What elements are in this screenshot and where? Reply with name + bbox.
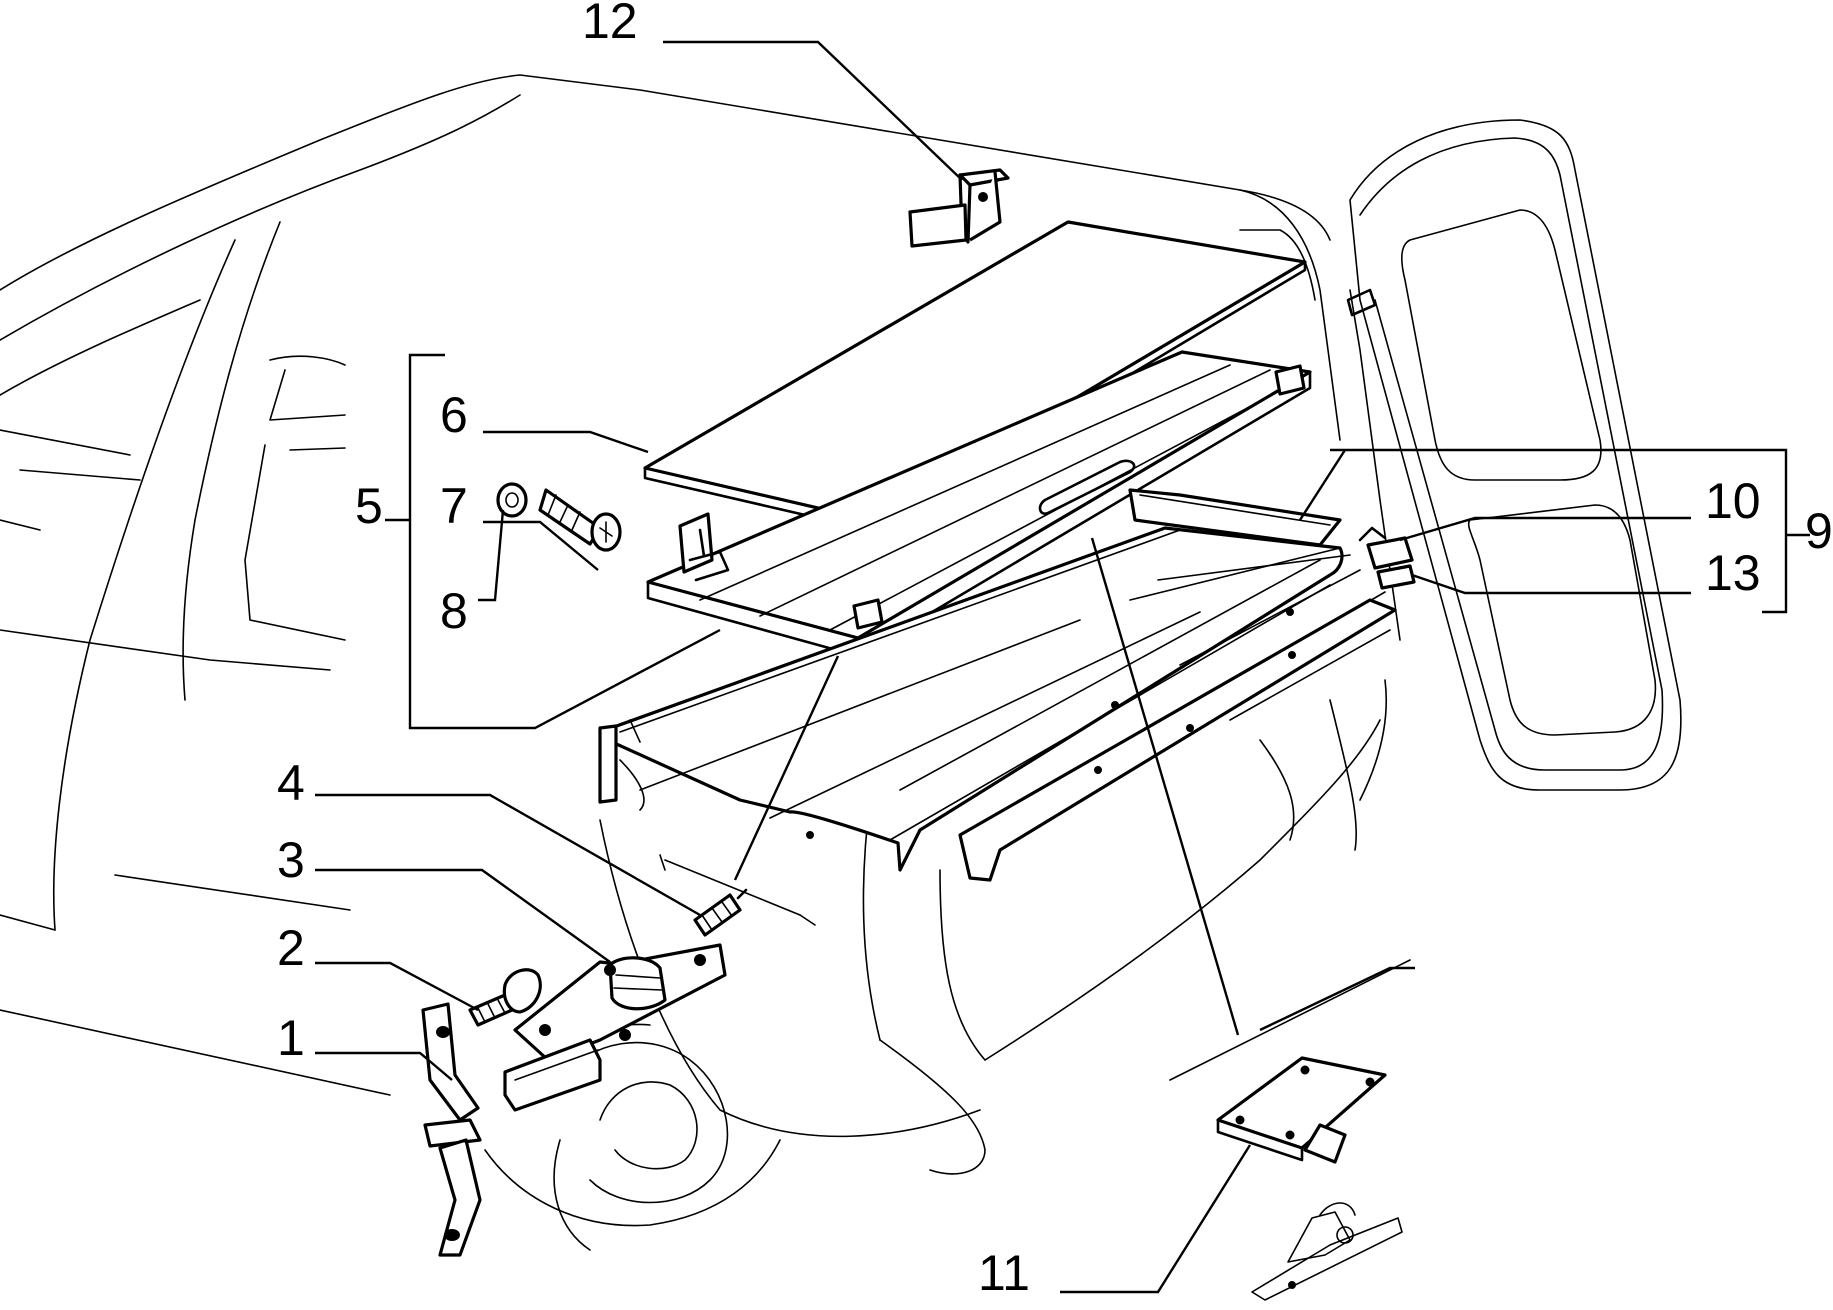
callout-1: 1 bbox=[277, 1010, 305, 1066]
leader-lines bbox=[315, 40, 1810, 1294]
part-1-bracket bbox=[421, 1002, 602, 1257]
floor-trays bbox=[598, 526, 1397, 882]
rear-latch bbox=[1251, 1202, 1403, 1301]
leader-12 bbox=[663, 40, 963, 181]
callout-4: 4 bbox=[277, 755, 305, 811]
callout-6: 6 bbox=[440, 387, 468, 443]
leader-11 bbox=[1060, 1144, 1252, 1294]
part-10-clip bbox=[1358, 526, 1414, 570]
callout-9: 9 bbox=[1805, 503, 1833, 559]
part-3-hinge bbox=[513, 943, 727, 1062]
callout-11: 11 bbox=[978, 1245, 1030, 1301]
leader-1 bbox=[315, 1051, 453, 1081]
leader-2 bbox=[315, 961, 479, 1012]
callout-2: 2 bbox=[277, 920, 305, 976]
leader-8 bbox=[478, 509, 505, 602]
callout-13: 13 bbox=[1705, 545, 1761, 601]
callout-5: 5 bbox=[355, 478, 383, 534]
leader-10 bbox=[1399, 516, 1691, 542]
leader-6 bbox=[483, 430, 649, 454]
part-4-spring bbox=[693, 888, 748, 937]
part-7-screw bbox=[538, 488, 622, 552]
part-11-plate bbox=[1216, 1056, 1387, 1164]
leader-4 bbox=[315, 793, 701, 917]
connector-plate-a bbox=[1090, 537, 1240, 1036]
part-9-cover-panel bbox=[646, 350, 1312, 658]
part-2-bolt bbox=[468, 968, 542, 1027]
connector-plate-b bbox=[1259, 966, 1415, 1032]
leader-13 bbox=[1411, 573, 1691, 595]
callout-8: 8 bbox=[440, 583, 468, 639]
connector-hinge bbox=[733, 655, 840, 881]
callout-12: 12 bbox=[582, 0, 638, 49]
bracket-5 bbox=[408, 353, 721, 730]
vehicle-body-outline bbox=[0, 74, 1411, 1251]
part-12-bracket bbox=[908, 168, 1010, 248]
rear-door bbox=[1346, 119, 1682, 791]
part-13-clip bbox=[1376, 564, 1416, 590]
callouts: 12 6 5 7 8 4 3 2 1 10 13 9 11 bbox=[277, 0, 1833, 1301]
bracket-9 bbox=[1330, 448, 1788, 614]
leader-9-part bbox=[1298, 449, 1347, 521]
part-8-washer bbox=[496, 482, 528, 518]
callout-10: 10 bbox=[1705, 473, 1761, 529]
leader-3 bbox=[315, 868, 611, 963]
part-9-lower-panel bbox=[1128, 488, 1342, 547]
callout-7: 7 bbox=[440, 478, 468, 534]
callout-3: 3 bbox=[277, 832, 305, 888]
